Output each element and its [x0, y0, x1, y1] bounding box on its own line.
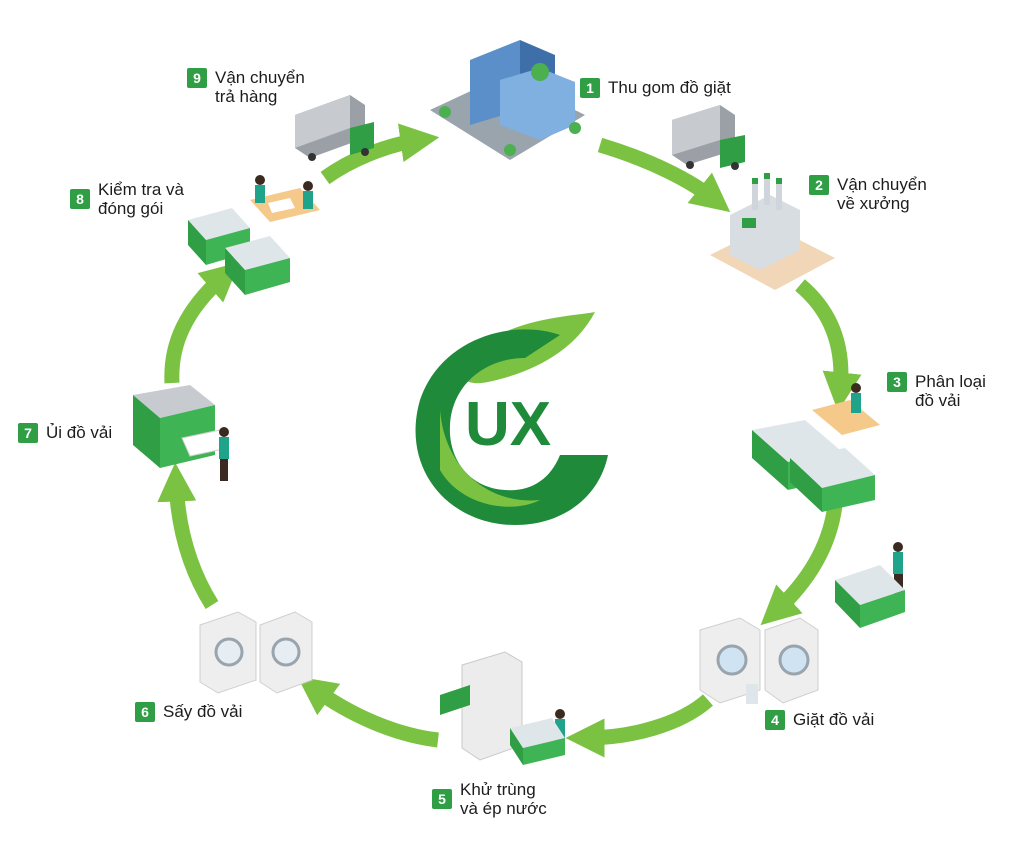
step-title-line2: đóng gói — [98, 199, 164, 218]
step-number-badge: 4 — [765, 710, 785, 730]
step-title: Khử trùng — [460, 780, 536, 799]
step-title-line2: đồ vải — [915, 391, 961, 410]
truck-to-factory-icon — [672, 105, 745, 170]
ironer-icon — [133, 385, 229, 481]
arrow-6-to-7 — [157, 462, 219, 609]
step-number-badge: 3 — [887, 372, 907, 392]
arrow-1-to-2 — [597, 137, 731, 213]
logo-text: UX — [465, 390, 551, 459]
step-2-label: 2 Vận chuyển về xưởng — [809, 175, 927, 213]
ux-logo: UX — [415, 312, 608, 525]
step-8-label: 8 Kiểm tra và đóng gói — [70, 180, 184, 218]
arrow-5-to-6 — [297, 676, 439, 748]
step-9-label: 9 Vận chuyển trả hàng — [187, 68, 305, 106]
step-title: Phân loại — [915, 372, 986, 391]
step-6-label: 6 Sấy đồ vải — [135, 702, 242, 722]
step-title-line2: về xưởng — [837, 194, 910, 213]
arrow-7-to-8 — [164, 262, 240, 384]
step-title: Vận chuyển — [215, 68, 305, 87]
factory-icon — [710, 173, 835, 290]
step-number-badge: 8 — [70, 189, 90, 209]
step-number-badge: 5 — [432, 789, 452, 809]
office-building-icon — [430, 40, 585, 160]
packing-icon — [188, 175, 320, 295]
cycle-arrows — [157, 123, 862, 758]
dryer-icon — [199, 611, 313, 694]
step-number-badge: 9 — [187, 68, 207, 88]
step-title-line2: trả hàng — [215, 87, 278, 106]
washing-machine-icon — [699, 617, 819, 704]
step-title: Sấy đồ vải — [163, 702, 243, 721]
step-title: Kiểm tra và — [98, 180, 184, 199]
delivery-truck-icon — [295, 95, 374, 161]
step-4-label: 4 Giặt đồ vải — [765, 710, 874, 730]
step-7-label: 7 Ủi đồ vải — [18, 423, 112, 443]
step-title: Giặt đồ vải — [793, 710, 875, 729]
arrow-2-to-3 — [795, 279, 862, 412]
step-number-badge: 7 — [18, 423, 38, 443]
step-title: Thu gom đồ giặt — [608, 78, 731, 97]
step-title-line2: và ép nước — [460, 799, 547, 818]
logo-g-highlight — [440, 410, 540, 507]
arrow-4-to-5 — [565, 694, 713, 758]
step-title: Vận chuyển — [837, 175, 927, 194]
arrow-3-to-4 — [760, 503, 843, 626]
worker-cart-icon — [835, 542, 905, 628]
step-5-label: 5 Khử trùng và ép nước — [432, 780, 547, 818]
step-number-badge: 2 — [809, 175, 829, 195]
step-title: Ủi đồ vải — [46, 423, 113, 442]
step-1-label: 1 Thu gom đồ giặt — [580, 78, 731, 98]
sorting-carts-icon — [752, 383, 880, 512]
extractor-icon — [440, 651, 565, 765]
step-3-label: 3 Phân loại đồ vải — [887, 372, 986, 410]
arrow-8-to-9 — [320, 123, 440, 185]
step-number-badge: 6 — [135, 702, 155, 722]
step-number-badge: 1 — [580, 78, 600, 98]
